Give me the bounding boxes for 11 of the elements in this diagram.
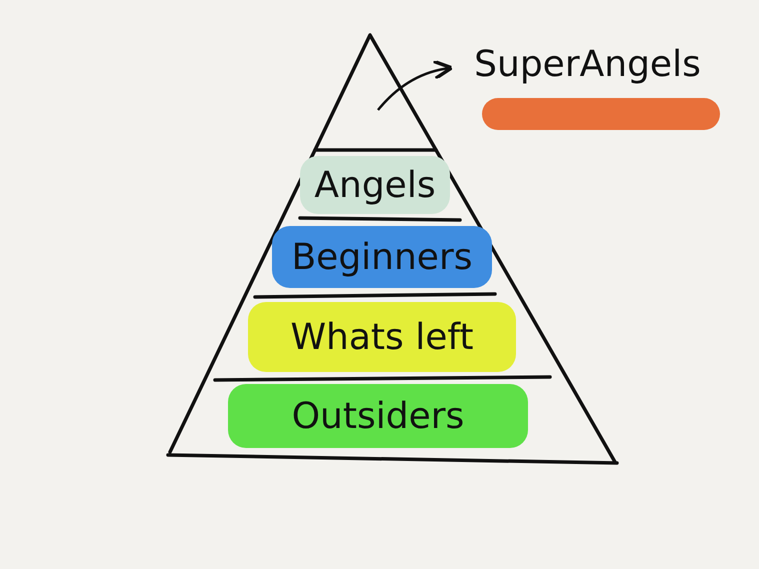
arrow [377,60,454,111]
pyramid-tier [228,384,528,448]
tier-label: Outsiders [292,396,464,436]
pyramid-tier [272,226,492,288]
tier-label: Beginners [291,236,473,278]
tier-label: SuperAngels [474,44,701,85]
tier-label: Angels [314,164,436,206]
tier-label: Whats left [290,316,474,358]
apex-tier [313,33,438,152]
pyramid-tier [300,156,450,214]
pyramid-tier [248,302,516,372]
